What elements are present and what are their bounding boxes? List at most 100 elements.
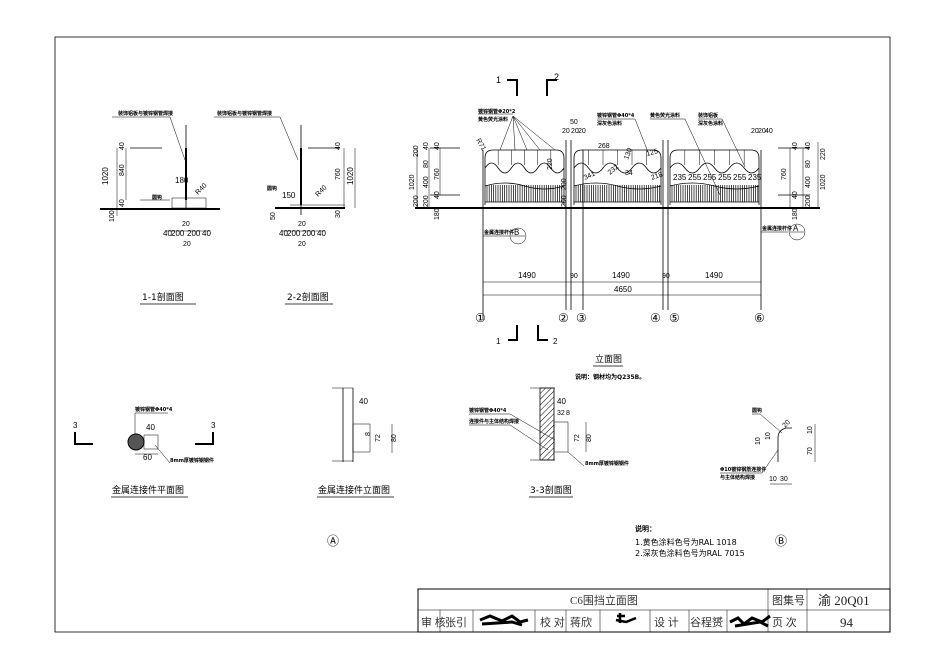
svg-text:268: 268 (598, 143, 610, 150)
svg-text:金属连接杆件: 金属连接杆件 (483, 229, 514, 236)
section-1-1: 装饰铝板与镀锌钢管焊接 1020 840 40 40 100 180 R40 圆… (100, 110, 220, 305)
title-block: C6围挡立面图 图集号 渝 20Q01 审 核 张引 校 对 蒋欣 设 计 谷程… (417, 588, 891, 633)
detail-b: 圆钩 20 10 10 10 70 Φ10镀锌钢筋连接件 与主体结构焊接 10 … (720, 407, 816, 548)
svg-text:20: 20 (298, 221, 306, 228)
svg-text:40: 40 (423, 142, 430, 150)
svg-text:圆钩: 圆钩 (752, 407, 762, 414)
svg-text:255: 255 (733, 173, 747, 182)
section-3-3-title: 3-3剖面图 (530, 484, 572, 496)
svg-text:1020: 1020 (409, 174, 416, 190)
svg-text:220: 220 (820, 148, 827, 160)
svg-text:镀锌钢管Φ40*4: 镀锌钢管Φ40*4 (597, 112, 635, 119)
svg-text:4650: 4650 (614, 285, 632, 294)
svg-text:1020: 1020 (820, 174, 827, 190)
svg-text:235: 235 (673, 173, 687, 182)
detail-b-marker: Ⓑ (775, 534, 787, 548)
svg-text:谷程赟: 谷程赟 (690, 615, 723, 629)
svg-text:连接件与主体结构焊接: 连接件与主体结构焊接 (469, 418, 519, 425)
svg-text:180: 180 (434, 208, 441, 220)
reviewer-signature (479, 614, 529, 627)
connector-elevation: 40 8 72 80 金属连接件立面图 Ⓐ (317, 387, 398, 548)
svg-text:圆钩: 圆钩 (152, 194, 162, 201)
svg-text:8mm厚镀锌钢钢件: 8mm厚镀锌钢钢件 (170, 457, 214, 464)
atlas-number: 渝 20Q01 (818, 593, 870, 608)
svg-text:200: 200 (561, 178, 568, 190)
svg-text:2: 2 (553, 337, 558, 346)
svg-text:图集号: 图集号 (772, 593, 805, 607)
axis-markers: ① ② ③ ④ ⑤ ⑥ (475, 311, 765, 325)
svg-text:220: 220 (547, 158, 554, 170)
svg-text:200: 200 (171, 229, 185, 238)
section-1-1-title: 1-1剖面图 (142, 291, 184, 303)
svg-text:蒋欣: 蒋欣 (570, 615, 592, 629)
svg-text:镀锌钢管Φ40*4: 镀锌钢管Φ40*4 (469, 407, 507, 414)
svg-text:50: 50 (570, 119, 578, 126)
svg-text:100: 100 (109, 210, 116, 222)
svg-text:10: 10 (807, 426, 814, 434)
weld-note: 装饰铝板与镀锌钢管焊接 (216, 110, 272, 117)
detail-a-marker: Ⓐ (327, 534, 339, 548)
svg-text:130: 130 (623, 147, 634, 160)
svg-text:黄色荧光涂料: 黄色荧光涂料 (650, 112, 680, 119)
svg-text:125: 125 (646, 148, 659, 158)
svg-text:深灰色涂料: 深灰色涂料 (597, 120, 622, 127)
svg-text:840: 840 (119, 164, 126, 176)
connector-plan: 3 3 镀锌钢管Φ40*4 40 60 8mm厚镀锌钢钢件 金属连接件平面图 (73, 406, 216, 498)
svg-text:30: 30 (780, 476, 788, 483)
svg-text:40: 40 (119, 142, 126, 150)
svg-text:232: 232 (607, 164, 621, 177)
drawing-title: C6围挡立面图 (570, 593, 638, 607)
svg-text:400: 400 (423, 176, 430, 188)
svg-text:8mm厚镀锌钢钢件: 8mm厚镀锌钢钢件 (585, 460, 629, 467)
wave-rail (484, 162, 565, 174)
svg-text:①: ① (475, 311, 486, 325)
svg-text:②: ② (558, 311, 569, 325)
svg-text:20: 20 (751, 128, 759, 135)
svg-text:深灰色涂料: 深灰色涂料 (698, 120, 723, 127)
svg-text:40: 40 (434, 142, 441, 150)
svg-text:1490: 1490 (518, 271, 536, 280)
svg-text:10: 10 (765, 432, 772, 440)
svg-text:760: 760 (781, 168, 788, 180)
svg-text:760: 760 (434, 168, 441, 180)
svg-text:760: 760 (335, 168, 342, 180)
svg-text:镀锌钢管Φ40*4: 镀锌钢管Φ40*4 (135, 406, 173, 413)
svg-text:40: 40 (317, 229, 326, 238)
connector-plan-title: 金属连接件平面图 (112, 484, 184, 496)
svg-text:255: 255 (718, 173, 732, 182)
svg-text:校 对: 校 对 (540, 615, 565, 629)
svg-text:40: 40 (434, 191, 441, 199)
elevation-title: 立面图 (595, 353, 622, 365)
svg-text:20: 20 (182, 221, 190, 228)
svg-text:1490: 1490 (612, 271, 630, 280)
section-2-2: 装饰铝板与镀锌钢管焊接 40 760 1020 圆钩 150 50 R40 30… (214, 110, 356, 305)
wave-rail (573, 162, 662, 174)
svg-text:40: 40 (119, 199, 126, 207)
svg-text:圆钩: 圆钩 (267, 185, 277, 192)
svg-text:150: 150 (282, 191, 296, 200)
baluster-spacing: 235 255 255 255 255 235 (673, 173, 762, 182)
svg-text:80: 80 (805, 160, 812, 168)
designer-signature (729, 614, 771, 628)
svg-text:1: 1 (496, 75, 501, 85)
svg-text:10: 10 (769, 476, 777, 483)
svg-text:200: 200 (302, 229, 316, 238)
svg-text:镀锌钢管Φ20*2: 镀锌钢管Φ20*2 (478, 108, 516, 115)
grille-top-rail (669, 182, 760, 190)
svg-text:40: 40 (202, 229, 211, 238)
svg-text:40: 40 (765, 128, 773, 135)
svg-text:R40: R40 (314, 184, 328, 198)
notes: 说明： 1.黄色涂料色号为RAL 1018 2.深灰色涂料色号为RAL 7015 (635, 524, 745, 558)
svg-text:235: 235 (748, 173, 762, 182)
svg-text:20: 20 (758, 128, 766, 135)
page-number: 94 (840, 615, 854, 630)
svg-text:90: 90 (662, 273, 670, 280)
svg-text:34: 34 (625, 170, 633, 177)
svg-text:50: 50 (270, 212, 277, 220)
svg-text:金属连接杆件: 金属连接杆件 (761, 225, 792, 232)
svg-text:Φ10镀锌钢筋连接件: Φ10镀锌钢筋连接件 (720, 466, 766, 473)
svg-text:1020: 1020 (346, 167, 355, 185)
fence-elevation: 1 2 镀锌钢管Φ20*2 黄色荧光涂料 镀锌钢管Φ40*4 深灰色涂料 黄色荧… (409, 72, 827, 381)
svg-text:20: 20 (183, 241, 191, 248)
